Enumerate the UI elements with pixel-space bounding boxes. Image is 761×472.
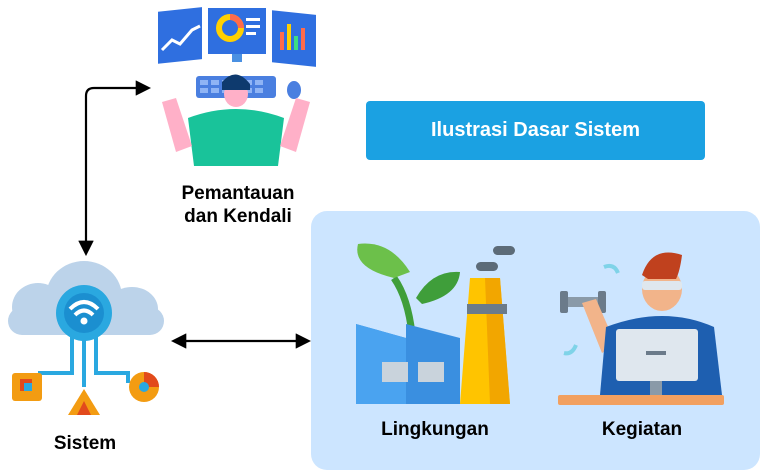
monitoring-label-line2: dan Kendali	[184, 206, 292, 227]
monitoring-label: Pemantauan dan Kendali	[160, 182, 316, 228]
environment-label: Lingkungan	[381, 419, 489, 440]
system-label: Sistem	[53, 433, 117, 454]
monitoring-label-line1: Pemantauan	[181, 183, 295, 204]
monitoring-operator-icon	[158, 7, 316, 166]
person-exercise-icon	[558, 252, 724, 405]
cloud-network-icon	[8, 261, 164, 415]
factory-plant-icon	[356, 243, 515, 404]
diagram-title: Ilustrasi Dasar Sistem	[366, 101, 705, 160]
activity-label: Kegiatan	[601, 419, 683, 440]
diagram-title-text: Ilustrasi Dasar Sistem	[431, 119, 640, 141]
arrow-system-monitoring	[78, 80, 152, 257]
